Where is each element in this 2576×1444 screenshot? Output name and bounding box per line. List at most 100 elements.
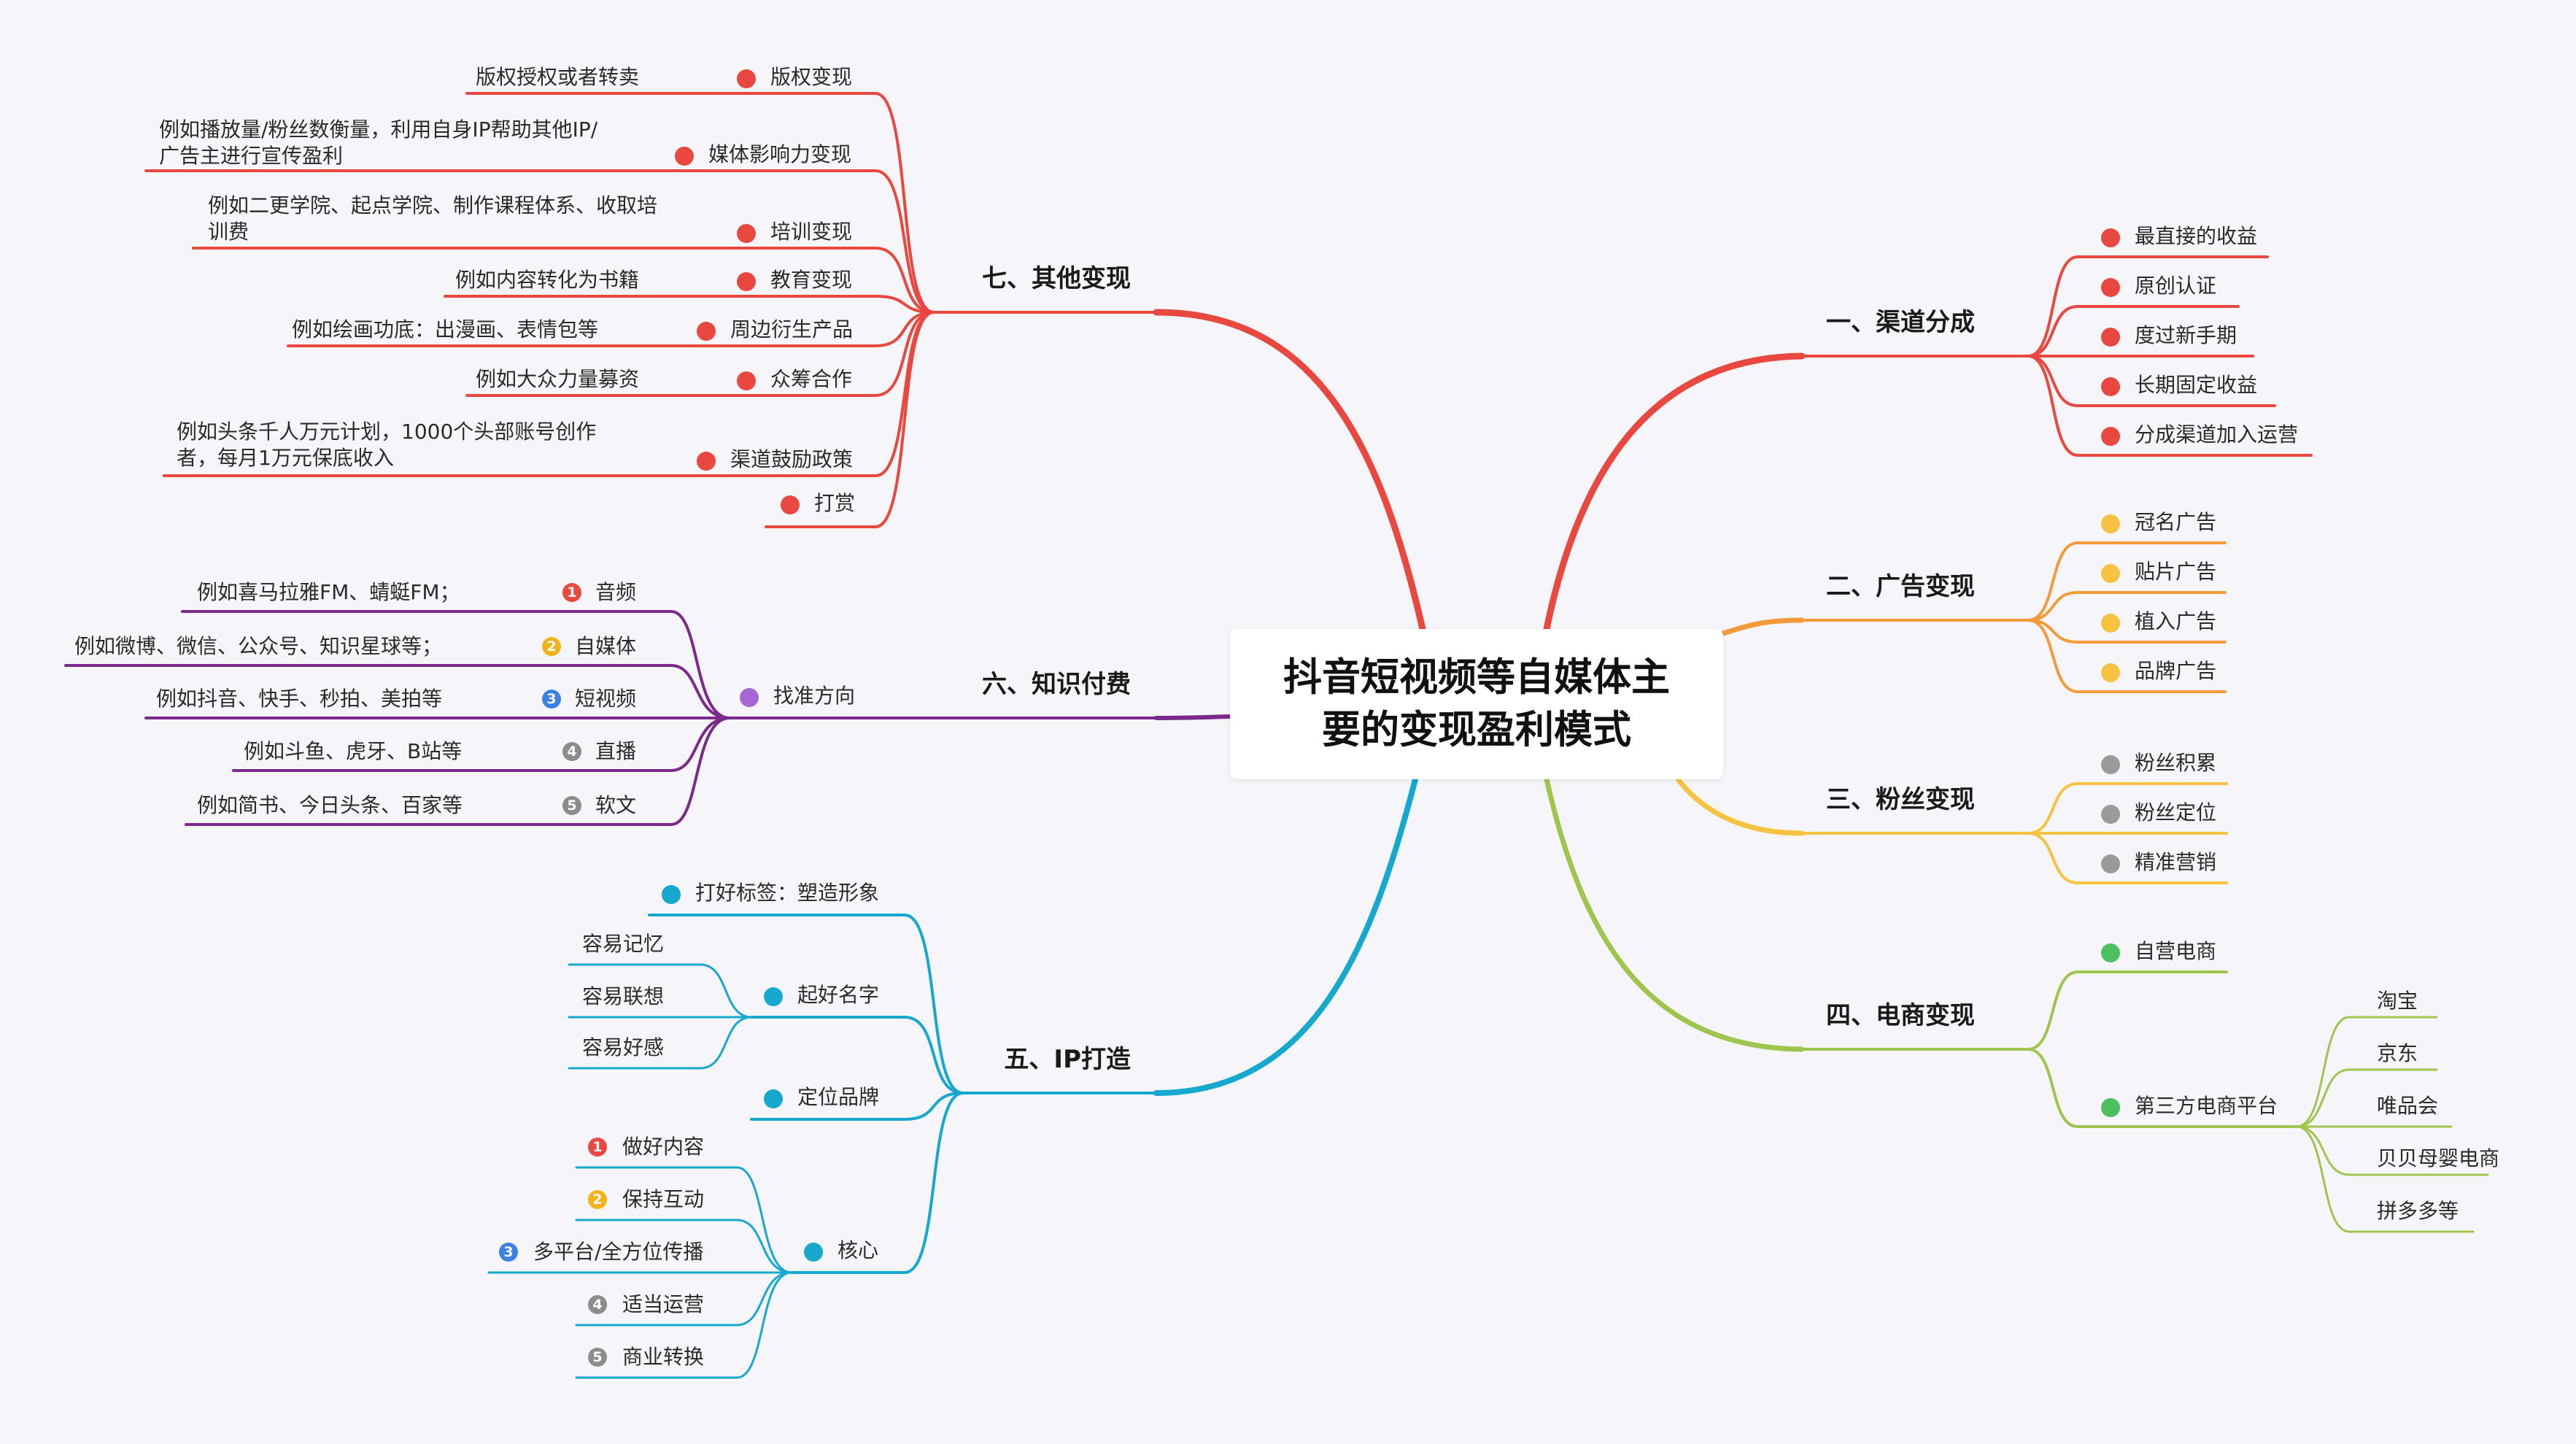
branch-title-5[interactable]: 五、IP打造 (1004, 1045, 1131, 1074)
b6-item[interactable]: 软文 (595, 793, 637, 817)
branch-3-lines (1675, 776, 2228, 884)
b5-core-item[interactable]: 适当运营 (622, 1292, 705, 1316)
link-b6-2 (64, 664, 731, 719)
b4-platform[interactable]: 拼多多等 (2377, 1199, 2459, 1223)
branch-title-7[interactable]: 七、其他变现 (982, 264, 1131, 293)
b4-item[interactable]: 自营电商 (2135, 939, 2217, 963)
trunk-7 (1153, 309, 1426, 633)
b6-item[interactable]: 短视频 (575, 687, 637, 711)
link-b4-1 (2027, 970, 2228, 1051)
b6-example[interactable]: 例如简书、今日头条、百家等 (197, 793, 463, 817)
b5-core-item[interactable]: 多平台/全方位传播 (533, 1240, 704, 1264)
bullet-icon (2101, 755, 2120, 774)
center-topic[interactable]: 抖音短视频等自媒体主要的变现盈利模式 (1230, 629, 1723, 779)
b4-item[interactable]: 第三方电商平台 (2135, 1094, 2278, 1118)
b7-note[interactable]: 例如播放量/粉丝数衡量，利用自身IP帮助其他IP/广告主进行宣传盈利 (159, 117, 598, 169)
link-b4-p5 (2295, 1125, 2475, 1233)
b5-core-item[interactable]: 保持互动 (622, 1187, 705, 1211)
b7-note[interactable]: 例如绘画功底：出漫画、表情包等 (291, 317, 598, 341)
b7-note[interactable]: 例如二更学院、起点学院、制作课程体系、收取培训费 (208, 193, 658, 244)
b6-example[interactable]: 例如斗鱼、虎牙、B站等 (244, 739, 463, 763)
branch-title-3[interactable]: 三、粉丝变现 (1826, 785, 1975, 814)
b7-item[interactable]: 众筹合作 (770, 367, 853, 391)
b5-core-item[interactable]: 商业转换 (622, 1345, 705, 1369)
b7-item[interactable]: 打赏 (814, 491, 856, 515)
b6-direction[interactable]: 找准方向 (773, 684, 856, 708)
link-b5-4 (790, 1092, 964, 1274)
bullet-icon (2101, 805, 2120, 824)
link-b5-c4 (575, 1271, 793, 1327)
trunk-3 (1675, 776, 1805, 836)
b7-note[interactable]: 例如大众力量募资 (475, 367, 639, 391)
branch-title-1[interactable]: 一、渠道分成 (1826, 308, 1975, 337)
b7-note[interactable]: 版权授权或者转卖 (475, 65, 639, 89)
b4-platform[interactable]: 京东 (2377, 1041, 2418, 1065)
b5-core-item[interactable]: 做好内容 (622, 1135, 705, 1159)
b6-example[interactable]: 例如微博、微信、公众号、知识星球等； (74, 634, 443, 658)
b4-platform[interactable]: 贝贝母婴电商 (2377, 1146, 2500, 1170)
branch-title-6[interactable]: 六、知识付费 (982, 670, 1131, 699)
bullet-icon (697, 322, 716, 341)
b7-item[interactable]: 渠道鼓励政策 (730, 447, 854, 471)
link-b7-5 (287, 311, 935, 347)
link-b3-3 (2027, 832, 2228, 884)
b7-item[interactable]: 版权变现 (770, 65, 853, 89)
bullet-icon (764, 987, 783, 1006)
bullet-icon (737, 224, 756, 243)
branch-2-lines (1720, 541, 2227, 693)
b7-note[interactable]: 例如头条千人万元计划，1000个头部账号创作者，每月1万元保底收入 (177, 420, 597, 471)
b7-item[interactable]: 媒体影响力变现 (708, 142, 852, 166)
b1-item[interactable]: 长期固定收益 (2135, 373, 2258, 397)
link-b4-p2 (2295, 1068, 2438, 1128)
link-b6-5 (185, 717, 731, 826)
b1-item[interactable]: 原创认证 (2135, 274, 2217, 298)
number-5-icon: 5 (562, 796, 581, 815)
b6-item[interactable]: 直播 (595, 739, 637, 763)
bullet-icon (2101, 564, 2120, 583)
bullet-icon (737, 69, 756, 88)
b7-item[interactable]: 教育变现 (770, 268, 853, 292)
link-b2-2 (2027, 591, 2227, 622)
branch-5-lines (487, 776, 1418, 1379)
b3-item[interactable]: 粉丝积累 (2135, 751, 2217, 775)
number-3-icon: 3 (542, 690, 561, 709)
b2-item[interactable]: 品牌广告 (2135, 659, 2217, 683)
b3-item[interactable]: 精准营销 (2135, 850, 2217, 874)
b1-item[interactable]: 分成渠道加入运营 (2135, 422, 2299, 447)
bullet-icon (2101, 228, 2120, 247)
bullet-icon (2101, 278, 2120, 297)
b6-example[interactable]: 例如喜马拉雅FM、蜻蜓FM； (197, 580, 460, 604)
b2-item[interactable]: 冠名广告 (2135, 510, 2217, 534)
b6-item[interactable]: 自媒体 (575, 634, 637, 658)
b3-item[interactable]: 粉丝定位 (2135, 800, 2217, 825)
b5-name-tip[interactable]: 容易记忆 (582, 932, 665, 956)
b6-example[interactable]: 例如抖音、快手、秒拍、美拍等 (156, 687, 443, 711)
b5-name-tip[interactable]: 容易联想 (582, 984, 665, 1008)
b5-item[interactable]: 起好名字 (797, 983, 880, 1007)
number-2-icon: 2 (542, 637, 561, 656)
b2-item[interactable]: 植入广告 (2135, 609, 2217, 633)
b2-item[interactable]: 贴片广告 (2135, 560, 2217, 584)
b6-item[interactable]: 音频 (595, 580, 637, 604)
link-b4-2 (2027, 1048, 2298, 1128)
b1-item[interactable]: 度过新手期 (2135, 323, 2237, 347)
b7-note[interactable]: 例如内容转化为书籍 (455, 268, 639, 292)
link-b5-c1 (575, 1166, 793, 1274)
branch-title-4[interactable]: 四、电商变现 (1826, 1001, 1975, 1030)
b5-item[interactable]: 核心 (838, 1238, 879, 1262)
b5-item[interactable]: 定位品牌 (797, 1085, 880, 1109)
branch-title-2[interactable]: 二、广告变现 (1826, 572, 1975, 601)
b1-item[interactable]: 最直接的收益 (2135, 224, 2258, 248)
branch-6-lines (64, 610, 1232, 826)
b7-item[interactable]: 培训变现 (770, 220, 853, 244)
b5-name-tip[interactable]: 容易好感 (582, 1035, 665, 1059)
branch-7-lines (144, 92, 1426, 633)
center-title: 抖音短视频等自媒体主要的变现盈利模式 (1283, 655, 1670, 752)
b4-platform[interactable]: 淘宝 (2377, 989, 2418, 1013)
b7-item[interactable]: 周边衍生产品 (730, 317, 854, 341)
b4-platform[interactable]: 唯品会 (2377, 1094, 2439, 1118)
trunk-1 (1543, 352, 1806, 633)
bullet-icon (740, 688, 759, 707)
b5-item[interactable]: 打好标签：塑造形象 (695, 881, 880, 905)
link-b2-4 (2027, 619, 2227, 693)
